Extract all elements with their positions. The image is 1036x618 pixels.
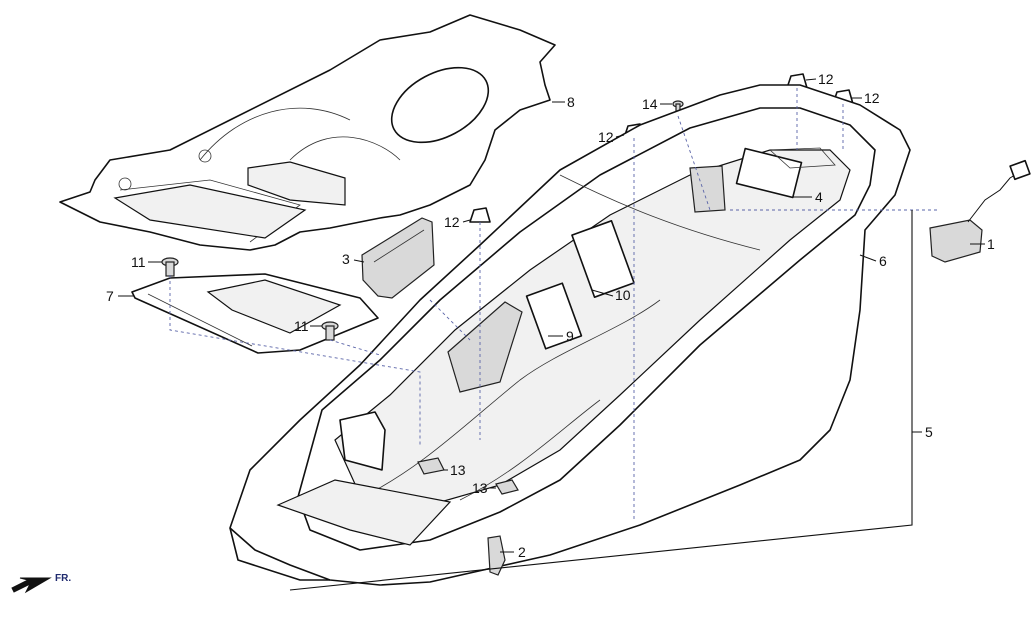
callout-3: 3	[342, 251, 350, 267]
part-5-luggage-box	[229, 84, 911, 586]
callout-11a: 11	[131, 254, 146, 270]
callout-11b: 11	[294, 318, 309, 334]
callout-5: 5	[925, 424, 933, 440]
callout-12a: 12	[444, 214, 460, 230]
callout-9: 9	[566, 328, 574, 344]
part-1-switch	[929, 159, 1031, 263]
callout-2: 2	[518, 544, 526, 560]
callout-6: 6	[879, 253, 887, 269]
callout-12c: 12	[818, 71, 834, 87]
callout-12d: 12	[864, 90, 880, 106]
front-arrow-icon	[11, 577, 52, 594]
front-label: FR.	[55, 573, 71, 584]
leader-lines	[118, 78, 985, 553]
callout-10: 10	[615, 287, 631, 303]
callout-1: 1	[987, 236, 995, 252]
part-3-panel	[361, 217, 435, 299]
part-9-pocket	[447, 301, 523, 393]
part-8-seat-liner	[59, 14, 556, 251]
callout-14: 14	[642, 96, 658, 112]
callout-7: 7	[106, 288, 114, 304]
callout-4: 4	[815, 189, 823, 205]
callout-8: 8	[567, 94, 575, 110]
alignment-lines	[169, 88, 940, 520]
front-direction-indicator: FR.	[11, 573, 71, 594]
bracket-part-5	[289, 210, 913, 591]
callout-13a: 13	[450, 462, 466, 478]
callout-labels: 1 2 3 4 5 6 7 8 9 10 11 11 12 12 12 12 1…	[106, 71, 995, 560]
part-7-lid	[131, 273, 379, 354]
callout-12b: 12	[598, 129, 614, 145]
callout-13b: 13	[472, 480, 488, 496]
